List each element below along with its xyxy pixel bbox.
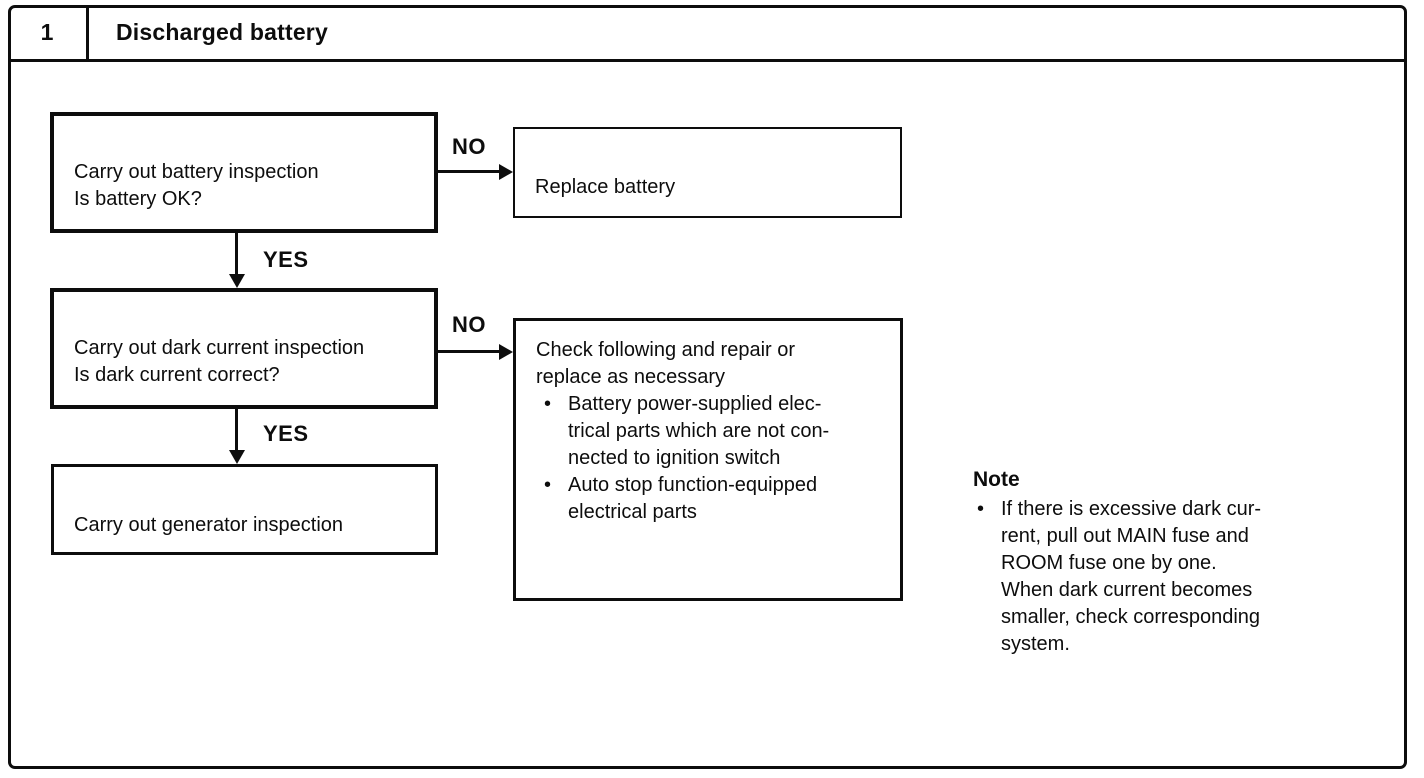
yes-label-1: YES: [263, 247, 309, 272]
flow-step-dark-current-inspection: Carry out dark current inspection Is dar…: [50, 288, 438, 409]
flow-result-replace-battery: Replace battery: [513, 127, 902, 218]
bullet-text: Battery power-supplied elec- trical part…: [568, 393, 830, 469]
section-header: 1 Discharged battery: [8, 5, 1407, 62]
section-number: 1: [8, 5, 89, 59]
flow-step-battery-inspection: Carry out battery inspection Is battery …: [50, 112, 438, 233]
note-title: Note: [973, 468, 1020, 491]
note-block: Note • If there is excessive dark cur- r…: [973, 466, 1343, 658]
yes-arrow-line-1: [235, 232, 238, 276]
no-arrowhead-icon-2: [499, 343, 513, 360]
flow-result-intro: Check following and repair or replace as…: [536, 339, 796, 388]
flow-step-text: Carry out battery inspection Is battery …: [74, 161, 319, 210]
no-arrow-line-1: [438, 170, 500, 173]
bullet-icon: •: [977, 498, 985, 520]
yes-arrowhead-icon-1: [228, 274, 245, 288]
yes-arrowhead-icon-2: [228, 450, 245, 464]
no-label-1: NO: [452, 134, 486, 159]
bullet-icon: •: [544, 393, 552, 415]
flow-result-check-and-repair: Check following and repair or replace as…: [513, 318, 903, 601]
bullet-icon: •: [544, 474, 552, 496]
yes-label-2: YES: [263, 421, 309, 446]
flow-result-text: Replace battery: [535, 176, 676, 198]
no-arrow-line-2: [438, 350, 500, 353]
list-item: • If there is excessive dark cur- rent, …: [977, 496, 1343, 658]
flow-step-text: Carry out dark current inspection Is dar…: [74, 337, 365, 386]
yes-arrow-line-2: [235, 409, 238, 453]
no-arrowhead-icon-1: [499, 163, 513, 180]
flow-step-text: Carry out generator inspection: [74, 514, 344, 536]
list-item: • Battery power-supplied elec- trical pa…: [544, 391, 890, 472]
no-label-2: NO: [452, 312, 486, 337]
list-item: • Auto stop function-equipped electrical…: [544, 472, 890, 526]
section-title: Discharged battery: [116, 18, 328, 45]
bullet-text: Auto stop function-equipped electrical p…: [568, 474, 818, 523]
flow-step-generator-inspection: Carry out generator inspection: [51, 464, 438, 555]
note-text: If there is excessive dark cur- rent, pu…: [1001, 498, 1262, 655]
